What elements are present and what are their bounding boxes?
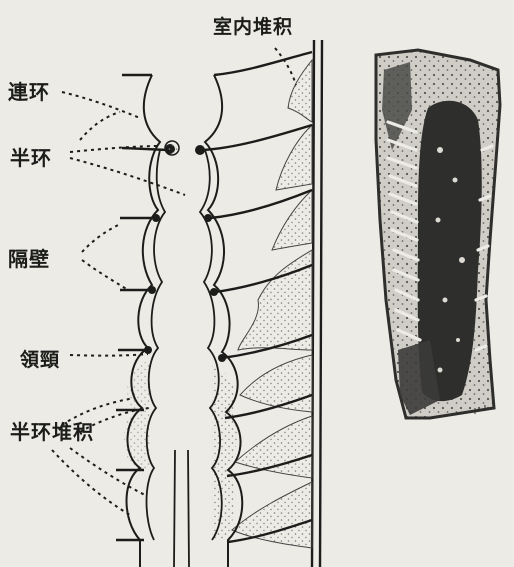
half-ring-deposit-area [212,365,237,540]
speck-4 [459,257,465,263]
septal-neck-right-2 [204,214,212,222]
central-canal-right [188,450,189,567]
half-ring-deposit-dot [165,141,179,155]
label-half-ring-deposit: 半环堆积 [10,416,94,445]
label-septum: 隔壁 [8,243,50,272]
speck-5 [443,298,448,303]
speck-2 [453,178,458,183]
half-ring-deposit-area-left [124,360,150,470]
central-canal-left [174,450,175,567]
leader-septal-neck [70,354,148,356]
leader-septum-1 [82,224,120,252]
speck-1 [437,147,443,153]
leader-chamber-deposit [275,48,296,85]
septal-neck-right-3 [210,288,218,296]
leader-deposit-3 [52,450,130,515]
speck-7 [438,368,443,373]
label-half-ring: 半环 [10,142,52,171]
shell-wall [312,40,322,567]
chamber-deposit [232,60,312,548]
leader-full-ring [62,92,140,118]
label-septal-neck: 領頸 [20,345,60,372]
half-ring-right-1 [195,145,205,155]
speck-6 [456,338,460,342]
inner-lining-right [200,150,222,540]
leader-septum-2 [82,260,128,290]
leader-half-ring-2 [70,158,185,195]
leader-half-ring-3 [80,112,120,140]
fossil-photo-panel [376,50,500,418]
label-full-ring: 連环 [8,76,50,105]
septum-left-2 [122,148,168,150]
septal-neck-left-2 [152,214,160,222]
speck-3 [436,218,441,223]
septum-1 [214,52,312,75]
septal-neck-left-3 [148,286,156,294]
schematic-panel [52,40,322,567]
septal-neck-left-4 [144,346,152,354]
label-chamber-deposit: 室内堆积 [213,12,293,39]
septal-neck-right-4 [218,354,226,362]
